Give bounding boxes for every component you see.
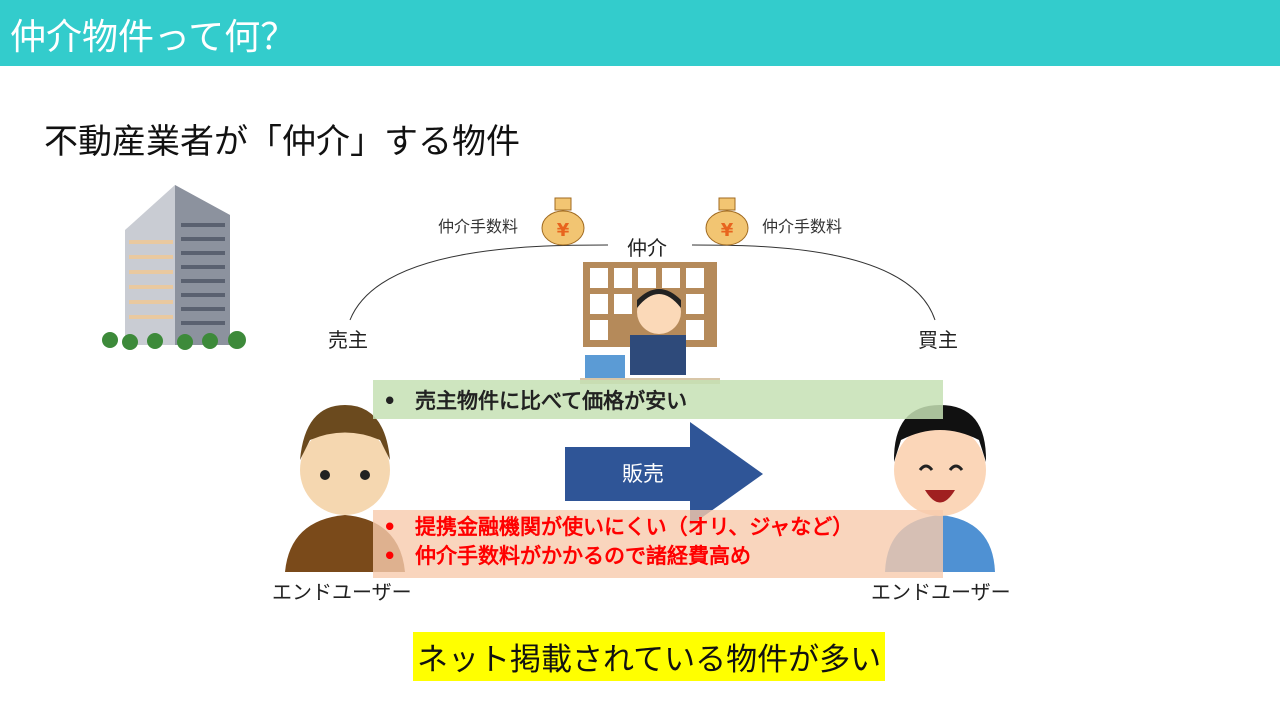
highlight-note: ネット掲載されている物件が多い [413, 632, 886, 681]
slide-subtitle: 不動産業者が「仲介」する物件 [44, 122, 520, 162]
apartment-building-image [102, 185, 246, 350]
money-bag-icon: ¥ [705, 197, 749, 246]
buyer-label: 買主 [918, 328, 958, 352]
seller-label: 売主 [328, 328, 368, 352]
cons-item: •提携金融機関が使いにくい（オリ、ジャなど） [383, 515, 854, 539]
cons-item-text: 仲介手数料がかかるので諸経費高め [415, 544, 751, 568]
sales-arrow [565, 422, 763, 526]
broker-label: 仲介 [627, 236, 667, 260]
pros-box: •売主物件に比べて価格が安い [373, 380, 943, 419]
slide-title: 仲介物件って何？ [10, 17, 297, 58]
end-user-right-label: エンドユーザー [871, 580, 1011, 604]
title-bar [0, 0, 1280, 66]
cons-item: •仲介手数料がかかるので諸経費高め [383, 544, 751, 568]
money-bag-icon: ¥ [541, 197, 585, 246]
end-user-left-label: エンドユーザー [272, 580, 412, 604]
fee-left-label: 仲介手数料 [438, 217, 519, 236]
cons-item-text: 提携金融機関が使いにくい（オリ、ジャなど） [415, 515, 854, 539]
relationship-arc [349, 244, 936, 321]
pros-item-text: 売主物件に比べて価格が安い [415, 389, 688, 413]
svg-text:¥: ¥ [557, 220, 570, 241]
broker-illustration [580, 262, 720, 384]
cons-box: •提携金融機関が使いにくい（オリ、ジャなど） •仲介手数料がかかるので諸経費高め [373, 510, 943, 578]
fee-right-label: 仲介手数料 [762, 217, 843, 236]
pros-item: •売主物件に比べて価格が安い [383, 389, 688, 413]
svg-text:¥: ¥ [721, 220, 734, 241]
sales-arrow-label: 販売 [622, 462, 664, 486]
